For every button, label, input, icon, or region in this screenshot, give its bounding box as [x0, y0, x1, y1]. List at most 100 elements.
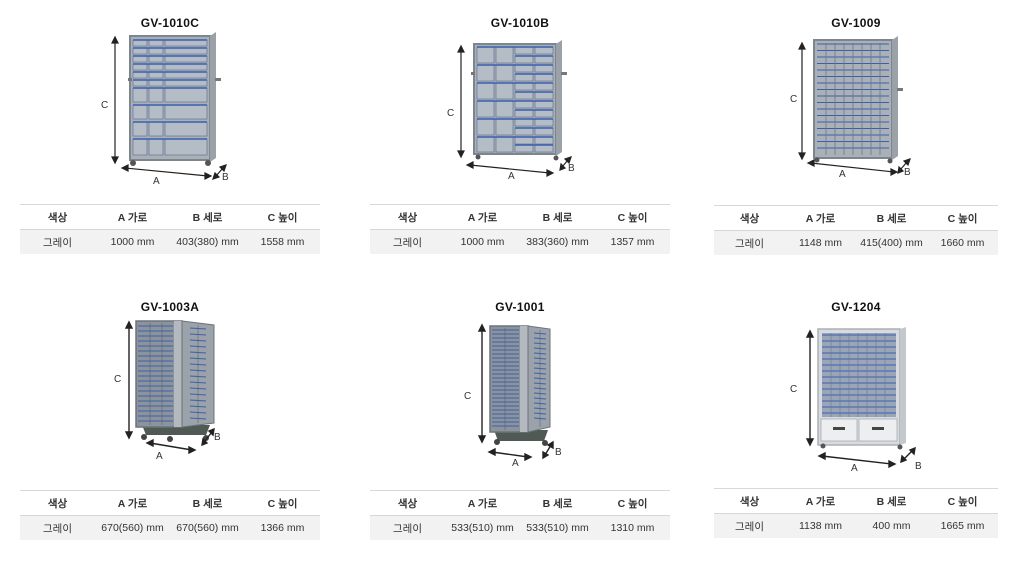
cell-width-a: 1148 mm — [799, 237, 842, 249]
spec-table-header: 색상 A 가로 B 세로 C 높이 — [20, 205, 320, 230]
dimension-label-b: B — [915, 461, 922, 472]
cell-width-a: 1138 mm — [799, 520, 842, 532]
dimension-label-a: A — [512, 458, 519, 469]
dimension-label-b: B — [904, 167, 911, 178]
spec-table: 색상 A 가로 B 세로 C 높이 그레이 533(510) mm 533(51… — [370, 490, 670, 540]
header-color: 색상 — [47, 497, 68, 510]
spec-table-row: 그레이 533(510) mm 533(510) mm 1310 mm — [370, 516, 670, 540]
spec-table-header: 색상 A 가로 B 세로 C 높이 — [714, 206, 998, 231]
header-width-a: A 가로 — [467, 211, 498, 224]
cell-height-c: 1660 mm — [940, 237, 985, 249]
header-height-c: C 높이 — [617, 211, 648, 224]
spec-table-row: 그레이 1138 mm 400 mm 1665 mm — [714, 514, 998, 538]
cabinet-image — [714, 285, 998, 485]
header-width-a: A 가로 — [805, 495, 836, 508]
product-model-title: GV-1001 — [495, 300, 545, 314]
header-height-c: C 높이 — [947, 212, 978, 225]
product-model-title: GV-1010B — [490, 16, 550, 30]
header-depth-b: B 세로 — [192, 497, 223, 510]
product-card-gv-1009: GV-1009 — [714, 0, 998, 260]
cabinet-drawing — [798, 36, 911, 176]
spec-table-row: 그레이 670(560) mm 670(560) mm 1366 mm — [20, 516, 320, 540]
cabinet-drawing — [457, 40, 572, 177]
cell-width-a: 533(510) mm — [451, 522, 514, 534]
header-width-a: A 가로 — [117, 497, 148, 510]
header-color: 색상 — [397, 497, 418, 510]
header-color: 색상 — [47, 211, 68, 224]
spec-table-row: 그레이 1000 mm 383(360) mm 1357 mm — [370, 230, 670, 254]
header-color: 색상 — [739, 212, 760, 225]
dimension-label-b: B — [555, 447, 562, 458]
dimension-label-c: C — [464, 391, 472, 402]
cabinet-image — [20, 285, 320, 485]
cell-height-c: 1357 mm — [610, 236, 655, 248]
cell-depth-b: 403(380) mm — [176, 236, 239, 248]
spec-table-row: 그레이 1000 mm 403(380) mm 1558 mm — [20, 230, 320, 254]
spec-table-header: 색상 A 가로 B 세로 C 높이 — [370, 491, 670, 516]
cabinet-image — [20, 0, 320, 200]
product-model-title: GV-1204 — [831, 300, 881, 314]
spec-table-header: 색상 A 가로 B 세로 C 높이 — [20, 491, 320, 516]
dimension-label-c: C — [114, 374, 122, 385]
product-card-gv-1003a: GV-1003A — [20, 285, 320, 545]
dimension-label-a: A — [851, 463, 858, 474]
cell-color: 그레이 — [43, 522, 72, 535]
dimension-label-a: A — [839, 169, 846, 180]
spec-table: 색상 A 가로 B 세로 C 높이 그레이 1138 mm 400 mm 166… — [714, 488, 998, 538]
dimension-label-c: C — [790, 384, 798, 395]
cell-height-c: 1558 mm — [260, 236, 305, 248]
header-width-a: A 가로 — [117, 211, 148, 224]
product-model-title: GV-1010C — [140, 16, 200, 30]
cell-depth-b: 383(360) mm — [526, 236, 589, 248]
dimension-label-b: B — [222, 172, 229, 183]
dimension-label-b: B — [568, 163, 575, 174]
cell-depth-b: 400 mm — [872, 520, 911, 532]
cabinet-drawing — [805, 327, 916, 469]
cabinet-image — [714, 0, 998, 200]
spec-table: 색상 A 가로 B 세로 C 높이 그레이 1000 mm 403(380) m… — [20, 204, 320, 254]
spec-table: 색상 A 가로 B 세로 C 높이 그레이 670(560) mm 670(56… — [20, 490, 320, 540]
product-card-gv-1010c: GV-1010C — [20, 0, 320, 260]
cell-height-c: 1310 mm — [610, 522, 655, 534]
header-width-a: A 가로 — [467, 497, 498, 510]
cabinet-image — [370, 0, 670, 200]
cell-depth-b: 415(400) mm — [860, 237, 923, 249]
header-depth-b: B 세로 — [876, 495, 907, 508]
cell-width-a: 1000 mm — [110, 236, 155, 248]
cell-height-c: 1366 mm — [260, 522, 305, 534]
dimension-label-c: C — [101, 100, 109, 111]
cell-height-c: 1665 mm — [940, 520, 985, 532]
dimension-label-c: C — [447, 108, 455, 119]
dimension-label-a: A — [508, 171, 515, 182]
cabinet-drawing — [111, 32, 227, 180]
header-depth-b: B 세로 — [542, 211, 573, 224]
header-depth-b: B 세로 — [192, 211, 223, 224]
header-height-c: C 높이 — [267, 497, 298, 510]
header-height-c: C 높이 — [267, 211, 298, 224]
spec-table-row: 그레이 1148 mm 415(400) mm 1660 mm — [714, 231, 998, 255]
spec-table: 색상 A 가로 B 세로 C 높이 그레이 1148 mm 415(400) m… — [714, 205, 998, 255]
dimension-label-c: C — [790, 94, 798, 105]
header-depth-b: B 세로 — [542, 497, 573, 510]
spec-table-header: 색상 A 가로 B 세로 C 높이 — [714, 489, 998, 514]
cell-color: 그레이 — [735, 520, 764, 533]
product-card-gv-1001: GV-1001 — [370, 285, 670, 545]
header-color: 색상 — [739, 495, 760, 508]
dimension-label-a: A — [153, 176, 160, 187]
cabinet-image — [370, 285, 670, 485]
cell-depth-b: 533(510) mm — [526, 522, 589, 534]
dimension-label-b: B — [214, 432, 221, 443]
product-model-title: GV-1003A — [140, 300, 200, 314]
cell-width-a: 670(560) mm — [101, 522, 164, 534]
cell-color: 그레이 — [393, 236, 422, 249]
header-color: 색상 — [397, 211, 418, 224]
header-depth-b: B 세로 — [876, 212, 907, 225]
spec-table: 색상 A 가로 B 세로 C 높이 그레이 1000 mm 383(360) m… — [370, 204, 670, 254]
header-height-c: C 높이 — [617, 497, 648, 510]
cell-color: 그레이 — [393, 522, 422, 535]
header-height-c: C 높이 — [947, 495, 978, 508]
header-width-a: A 가로 — [805, 212, 836, 225]
cell-width-a: 1000 mm — [460, 236, 505, 248]
product-model-title: GV-1009 — [831, 16, 881, 30]
cell-depth-b: 670(560) mm — [176, 522, 239, 534]
